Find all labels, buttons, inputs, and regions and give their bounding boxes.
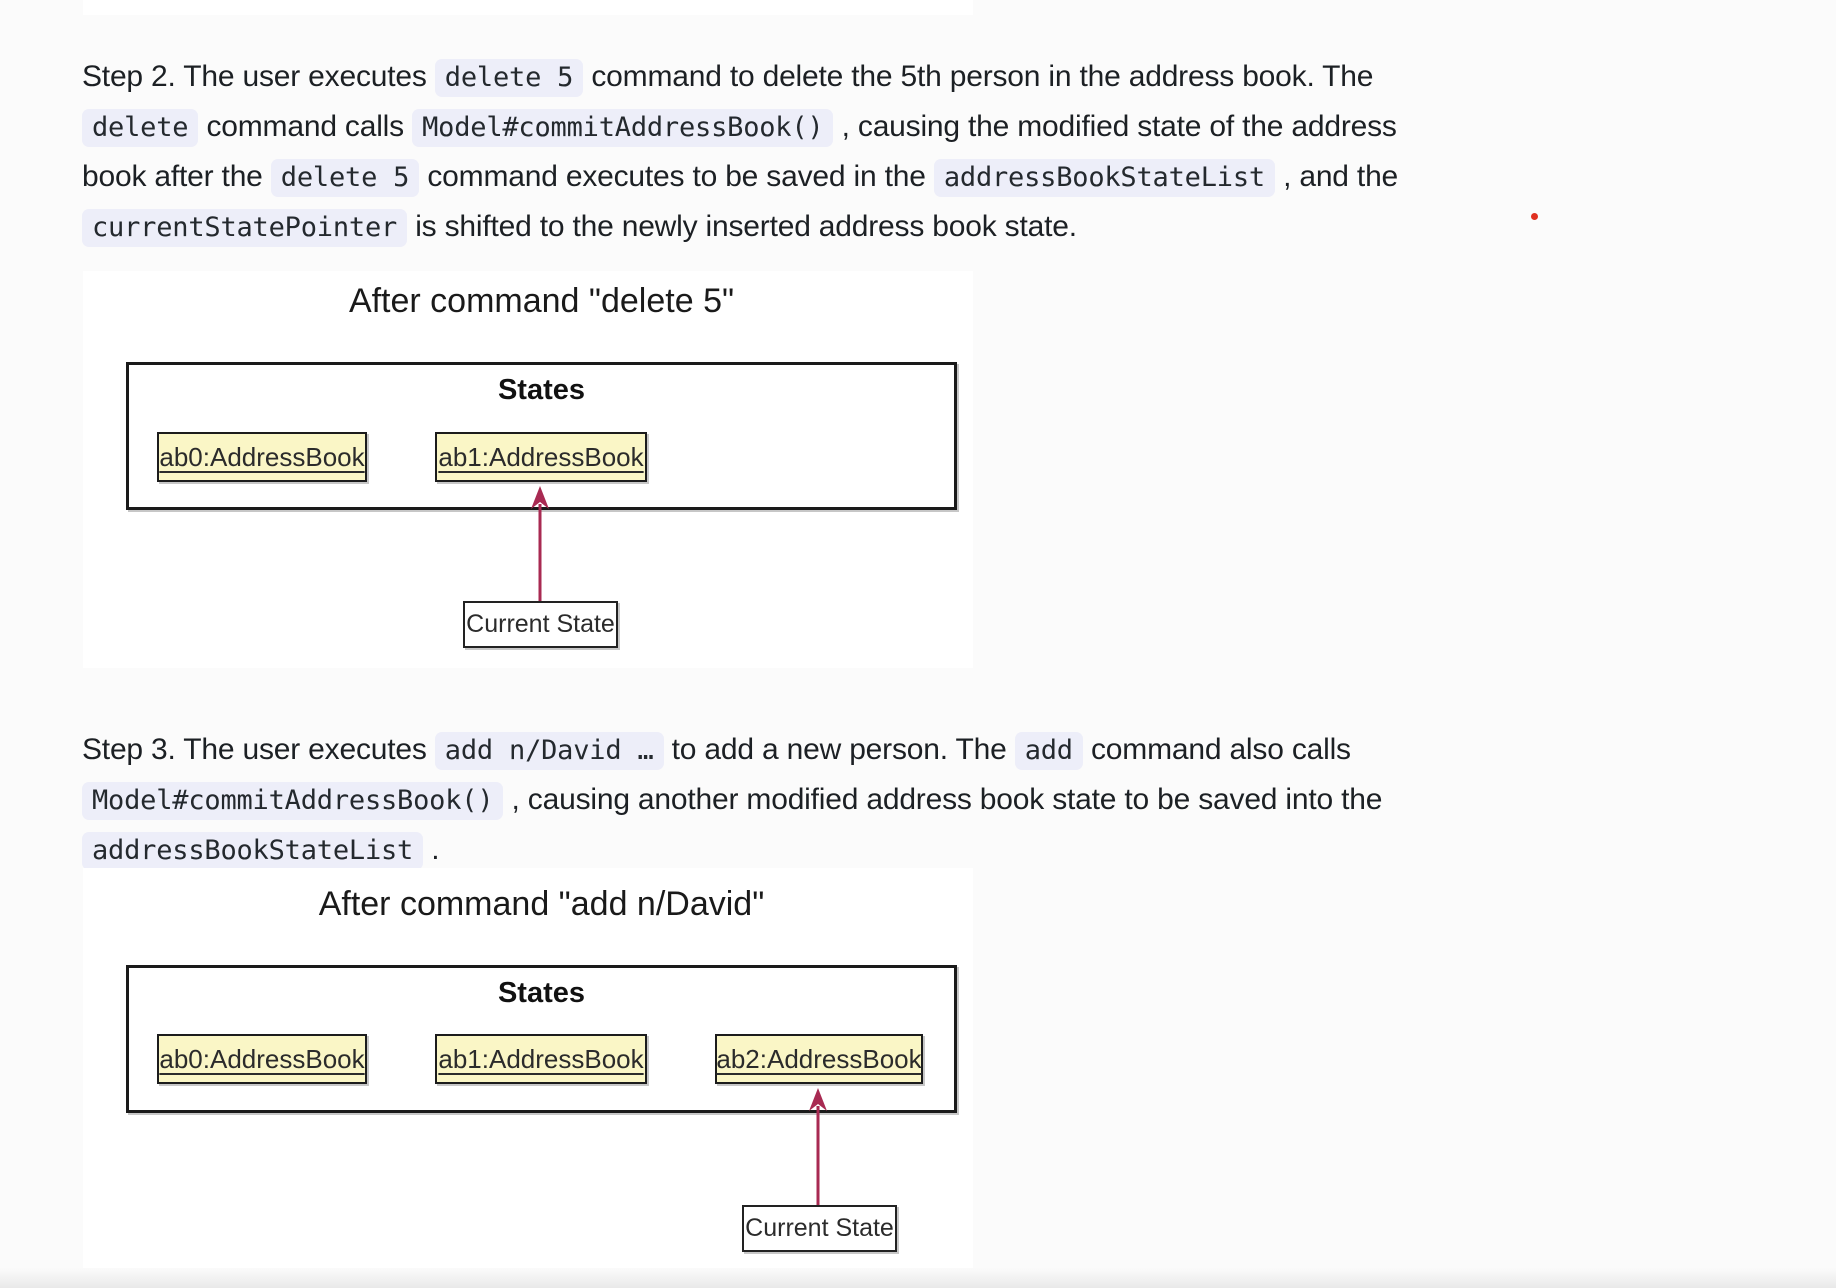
red-dot-annotation xyxy=(1531,213,1538,220)
current-state-label: Current State xyxy=(745,1214,894,1242)
inline-code: add xyxy=(1014,732,1083,770)
inline-code: addressBookStateList xyxy=(82,832,424,870)
inline-code: delete 5 xyxy=(270,159,420,197)
arrow-shaft xyxy=(816,1106,820,1205)
arrow-shaft xyxy=(538,504,542,601)
step2-paragraph: Step 2. The user executes delete 5 comma… xyxy=(82,52,1722,252)
current-state-box-2: Current State xyxy=(742,1205,897,1252)
current-state-label: Current State xyxy=(466,610,615,638)
arrowhead-icon xyxy=(809,1088,827,1111)
inline-code: delete xyxy=(82,109,199,147)
inline-code: addressBookStateList xyxy=(933,159,1275,197)
state-box-label: ab2:AddressBook xyxy=(716,1043,922,1074)
state-box-ab1: ab1:AddressBook xyxy=(435,432,647,482)
bottom-edge-shade xyxy=(0,1268,1836,1288)
state-box-label: ab0:AddressBook xyxy=(159,1043,365,1074)
diagram1-title: After command "delete 5" xyxy=(348,282,735,320)
inline-code: add n/David … xyxy=(434,732,664,770)
states-frame-label: States xyxy=(497,374,586,406)
current-state-box-1: Current State xyxy=(463,601,618,648)
current-state-arrow-1 xyxy=(529,486,551,601)
state-box-ab2: ab2:AddressBook xyxy=(715,1034,923,1084)
state-box-ab1: ab1:AddressBook xyxy=(435,1034,647,1084)
current-state-arrow-2 xyxy=(807,1088,829,1205)
states-frame-label: States xyxy=(497,977,586,1009)
inline-code: delete 5 xyxy=(434,59,584,97)
inline-code: Model#commitAddressBook() xyxy=(82,782,504,820)
previous-image-fragment xyxy=(83,0,973,15)
step3-paragraph: Step 3. The user executes add n/David … … xyxy=(82,725,1722,875)
inline-code: currentStatePointer xyxy=(82,209,408,247)
inline-code: Model#commitAddressBook() xyxy=(412,109,834,147)
state-box-ab0: ab0:AddressBook xyxy=(157,1034,367,1084)
arrowhead-icon xyxy=(531,486,549,509)
state-box-ab0: ab0:AddressBook xyxy=(157,432,367,482)
diagram2-title: After command "add n/David" xyxy=(318,885,765,923)
state-box-label: ab0:AddressBook xyxy=(159,441,365,472)
state-box-label: ab1:AddressBook xyxy=(438,441,644,472)
state-box-label: ab1:AddressBook xyxy=(438,1043,644,1074)
